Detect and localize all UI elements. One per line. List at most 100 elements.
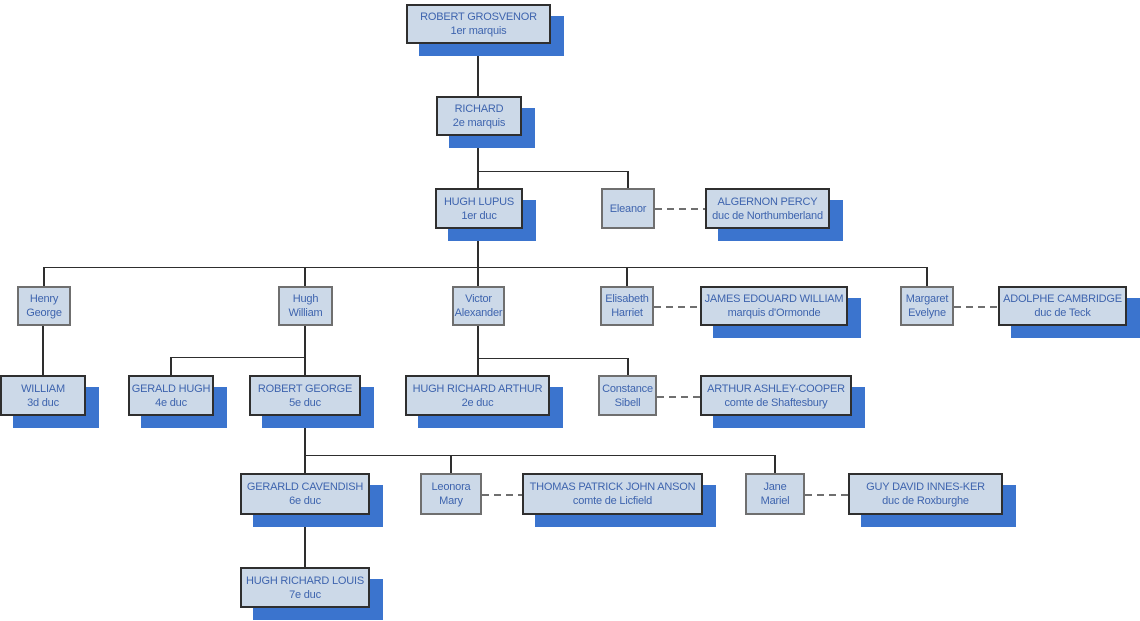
- descent-line-vertical: [627, 171, 629, 188]
- descent-line-vertical: [477, 44, 479, 96]
- person-title: Evelyne: [908, 307, 946, 319]
- person-name: Leonora: [431, 481, 471, 493]
- person-name: GERALD HUGH: [131, 382, 211, 395]
- person-name: GUY DAVID INNES-KER: [866, 481, 985, 493]
- descent-line-vertical: [304, 326, 306, 375]
- person-title: 1er duc: [461, 209, 497, 222]
- marriage-link-dashed: [655, 208, 705, 210]
- person-title: George: [26, 307, 62, 319]
- descent-line-vertical: [626, 267, 628, 286]
- person-node-james-edouard-william: JAMES EDOUARD WILLIAM marquis d'Ormonde: [700, 286, 848, 326]
- descent-line-vertical: [477, 171, 479, 188]
- descent-line-horizontal: [171, 357, 306, 358]
- person-name: Hugh: [292, 293, 319, 305]
- person-title: duc de Northumberland: [712, 209, 823, 222]
- person-title: 5e duc: [289, 396, 321, 409]
- person-node-adolphe-cambridge: ADOLPHE CAMBRIDGE duc de Teck: [998, 286, 1127, 326]
- person-name: Victor: [465, 293, 492, 305]
- marriage-link-dashed: [482, 494, 522, 496]
- descent-line-vertical: [477, 229, 479, 267]
- descent-line-horizontal: [478, 171, 629, 172]
- descent-line-vertical: [42, 326, 44, 375]
- person-name: Margaret: [905, 293, 949, 305]
- descent-line-vertical: [43, 267, 45, 286]
- descent-line-vertical: [926, 267, 928, 286]
- person-name: Henry: [29, 293, 59, 305]
- person-title: Mariel: [760, 495, 790, 507]
- person-node-eleanor: Eleanor: [601, 188, 655, 229]
- person-name: ADOLPHE CAMBRIDGE: [1003, 293, 1122, 305]
- descent-line-vertical: [477, 267, 479, 286]
- person-title: 6e duc: [289, 495, 321, 507]
- descent-line-vertical: [477, 136, 479, 171]
- descent-line-horizontal: [478, 358, 629, 359]
- person-title: Harriet: [611, 307, 643, 319]
- person-name: WILLIAM: [21, 382, 65, 395]
- person-name: Jane: [763, 481, 787, 493]
- descent-line-vertical: [477, 326, 479, 375]
- marriage-link-dashed: [805, 494, 848, 496]
- person-name: ALGERNON PERCY: [717, 195, 818, 208]
- person-title: Sibell: [614, 396, 641, 409]
- marriage-link-dashed: [657, 396, 700, 398]
- person-name: JAMES EDOUARD WILLIAM: [704, 293, 844, 305]
- person-title: William: [288, 307, 323, 319]
- descent-line-horizontal: [44, 267, 928, 268]
- person-name: ROBERT GROSVENOR: [420, 11, 537, 23]
- person-name: GERARLD CAVENDISH: [246, 481, 364, 493]
- descent-line-vertical: [304, 416, 306, 473]
- person-name: HUGH RICHARD LOUIS: [245, 574, 365, 587]
- person-title: 7e duc: [289, 588, 321, 601]
- marriage-link-dashed: [654, 306, 700, 308]
- person-name: HUGH RICHARD ARTHUR: [412, 382, 543, 395]
- person-title: 3d duc: [27, 396, 59, 409]
- person-node-gerarld-cavendish: GERARLD CAVENDISH 6e duc: [240, 473, 370, 515]
- person-title: comte de Shaftesbury: [724, 396, 828, 409]
- person-node-guy-david-innes-ker: GUY DAVID INNES-KER duc de Roxburghe: [848, 473, 1003, 515]
- descent-line-vertical: [170, 357, 172, 375]
- person-name: THOMAS PATRICK JOHN ANSON: [529, 481, 696, 493]
- marriage-link-dashed: [954, 306, 998, 308]
- person-title: 4e duc: [155, 396, 187, 409]
- person-name: Constance: [602, 382, 653, 395]
- person-title: Mary: [439, 495, 463, 507]
- person-name: RICHARD: [454, 103, 504, 115]
- person-node-robert-grosvenor: ROBERT GROSVENOR 1er marquis: [406, 4, 551, 44]
- person-title: 2e marquis: [452, 117, 506, 129]
- person-name: ROBERT GEORGE: [257, 382, 353, 395]
- person-title: 2e duc: [461, 396, 494, 409]
- person-title: 1er marquis: [450, 25, 507, 37]
- person-node-thomas-patrick-john-anson: THOMAS PATRICK JOHN ANSON comte de Licfie…: [522, 473, 703, 515]
- descent-line-horizontal: [305, 455, 776, 456]
- descent-line-vertical: [304, 267, 306, 286]
- person-title: duc de Teck: [1034, 307, 1091, 319]
- person-title: comte de Licfield: [572, 495, 653, 507]
- person-name: ARTHUR ASHLEY-COOPER: [707, 382, 845, 395]
- person-title: Alexander: [454, 307, 503, 319]
- person-title: marquis d'Ormonde: [727, 307, 821, 319]
- person-name: HUGH LUPUS: [443, 195, 515, 208]
- descent-line-vertical: [774, 455, 776, 473]
- person-title: duc de Roxburghe: [882, 495, 969, 507]
- person-name: Elisabeth: [605, 293, 649, 305]
- person-name: Eleanor: [609, 202, 647, 215]
- descent-line-vertical: [304, 515, 306, 567]
- descent-line-vertical: [450, 455, 452, 473]
